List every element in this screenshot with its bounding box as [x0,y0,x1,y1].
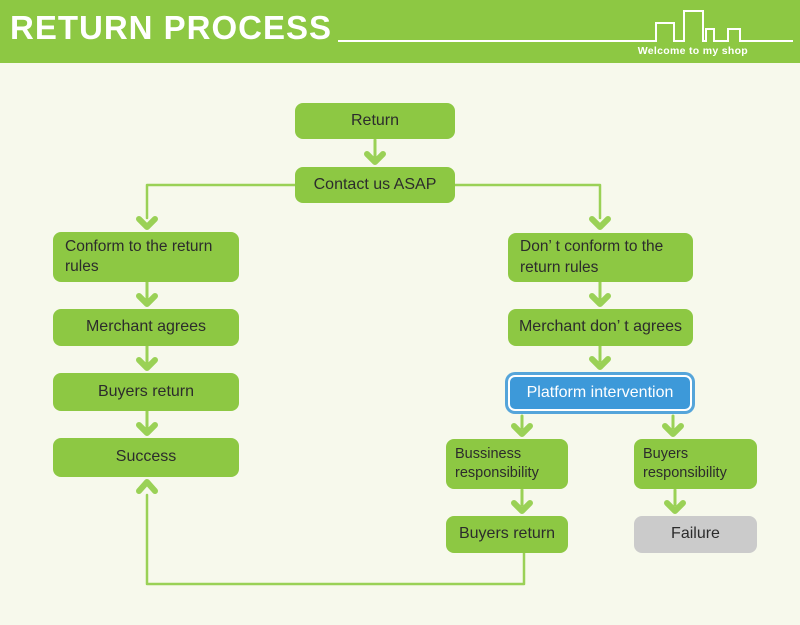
node-conform-to-rules: Conform to the return rules [53,232,239,282]
node-return: Return [295,103,455,139]
node-failure: Failure [634,516,757,553]
node-merchant-agrees: Merchant agrees [53,309,239,346]
page-title: RETURN PROCESS [10,9,333,46]
city-skyline-icon [338,10,793,42]
flowchart: Return Contact us ASAP Conform to the re… [0,63,800,625]
header-banner: RETURN PROCESS Welcome to my shop [0,0,800,63]
header-tagline: Welcome to my shop [637,45,748,57]
node-buyers-responsibility: Buyers responsibility [634,439,757,489]
node-platform-intervention: Platform intervention [508,375,692,411]
node-buyers-return: Buyers return [53,373,239,411]
node-dont-conform-to-rules: Don’ t conform to the return rules [508,233,693,282]
node-bussiness-responsibility: Bussiness responsibility [446,439,568,489]
node-success: Success [53,438,239,477]
node-merchant-dont-agrees: Merchant don’ t agrees [508,309,693,346]
node-buyers-return-2: Buyers return [446,516,568,553]
node-contact-us-asap: Contact us ASAP [295,167,455,203]
